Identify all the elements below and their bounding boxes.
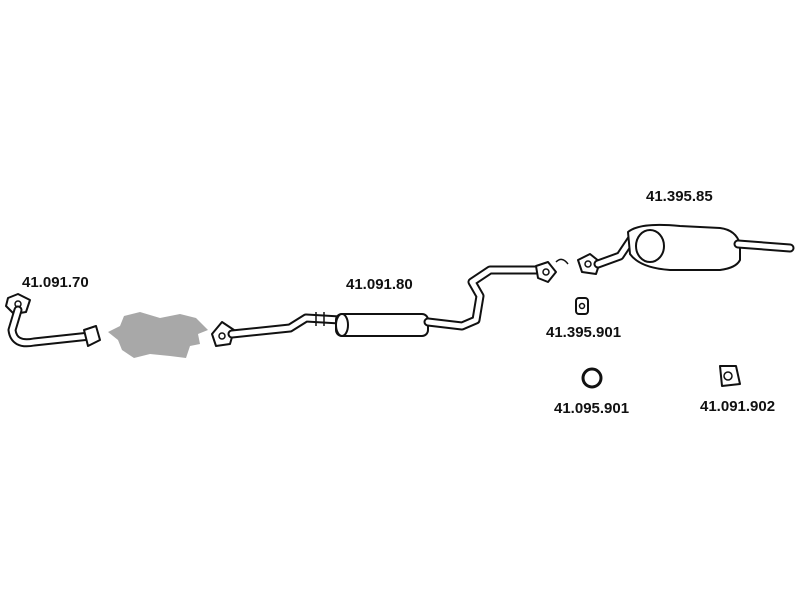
small-mount-label: 41.395.901 xyxy=(546,324,622,341)
ring-seal-part[interactable] xyxy=(581,367,603,389)
ring-seal-label: 41.095.901 xyxy=(554,400,630,417)
front-pipe-part[interactable] xyxy=(5,293,101,348)
middle-section-label: 41.091.80 xyxy=(346,276,413,293)
middle-pipe-part[interactable] xyxy=(211,258,569,347)
front-pipe-label: 41.091.70 xyxy=(22,274,89,291)
small-mount-part[interactable] xyxy=(575,297,589,315)
catalyst-silhouette xyxy=(108,312,208,358)
rear-silencer-part[interactable] xyxy=(577,223,795,275)
rubber-mount-label: 41.091.902 xyxy=(700,398,776,415)
rubber-mount-part[interactable] xyxy=(719,365,741,387)
rear-silencer-label: 41.395.85 xyxy=(646,188,713,205)
